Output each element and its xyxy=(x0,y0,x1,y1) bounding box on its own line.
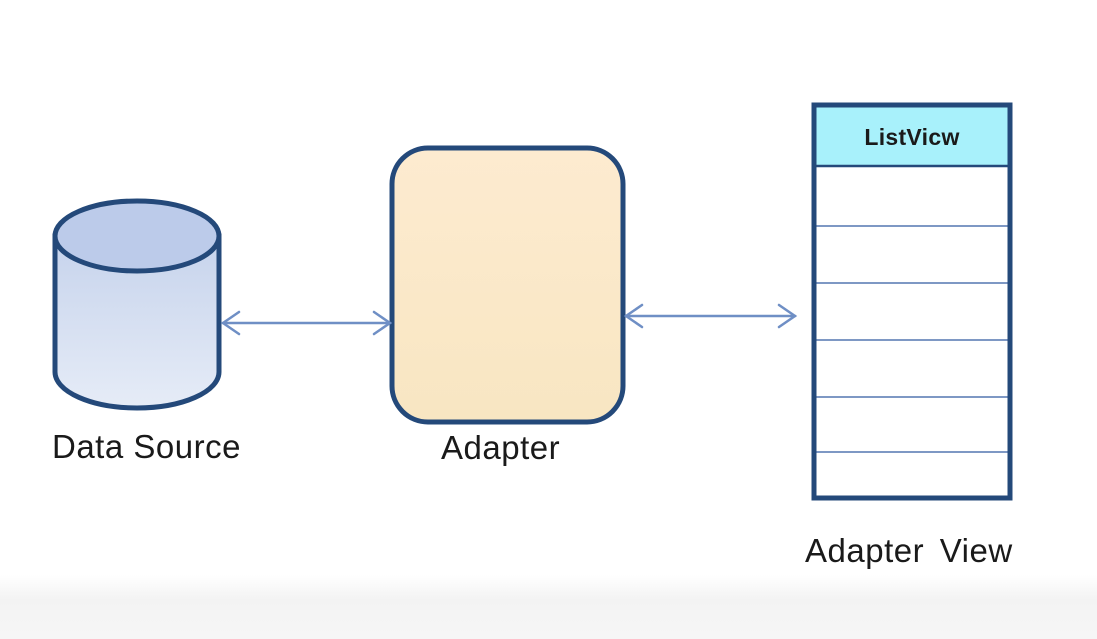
listview-header-bg xyxy=(816,107,1008,166)
adapter-view-label: Adapter View xyxy=(805,532,1013,569)
listview-box xyxy=(811,102,1013,501)
adapter-box xyxy=(389,145,626,425)
data-source-label: Data Source xyxy=(52,428,241,465)
adapter-label: Adapter xyxy=(441,429,561,466)
data-source-cylinder xyxy=(52,198,222,411)
arrow-adapter-adapterview xyxy=(623,303,798,329)
listview-header-label: ListVicw xyxy=(864,123,960,150)
arrow-datasource-adapter xyxy=(220,310,393,336)
